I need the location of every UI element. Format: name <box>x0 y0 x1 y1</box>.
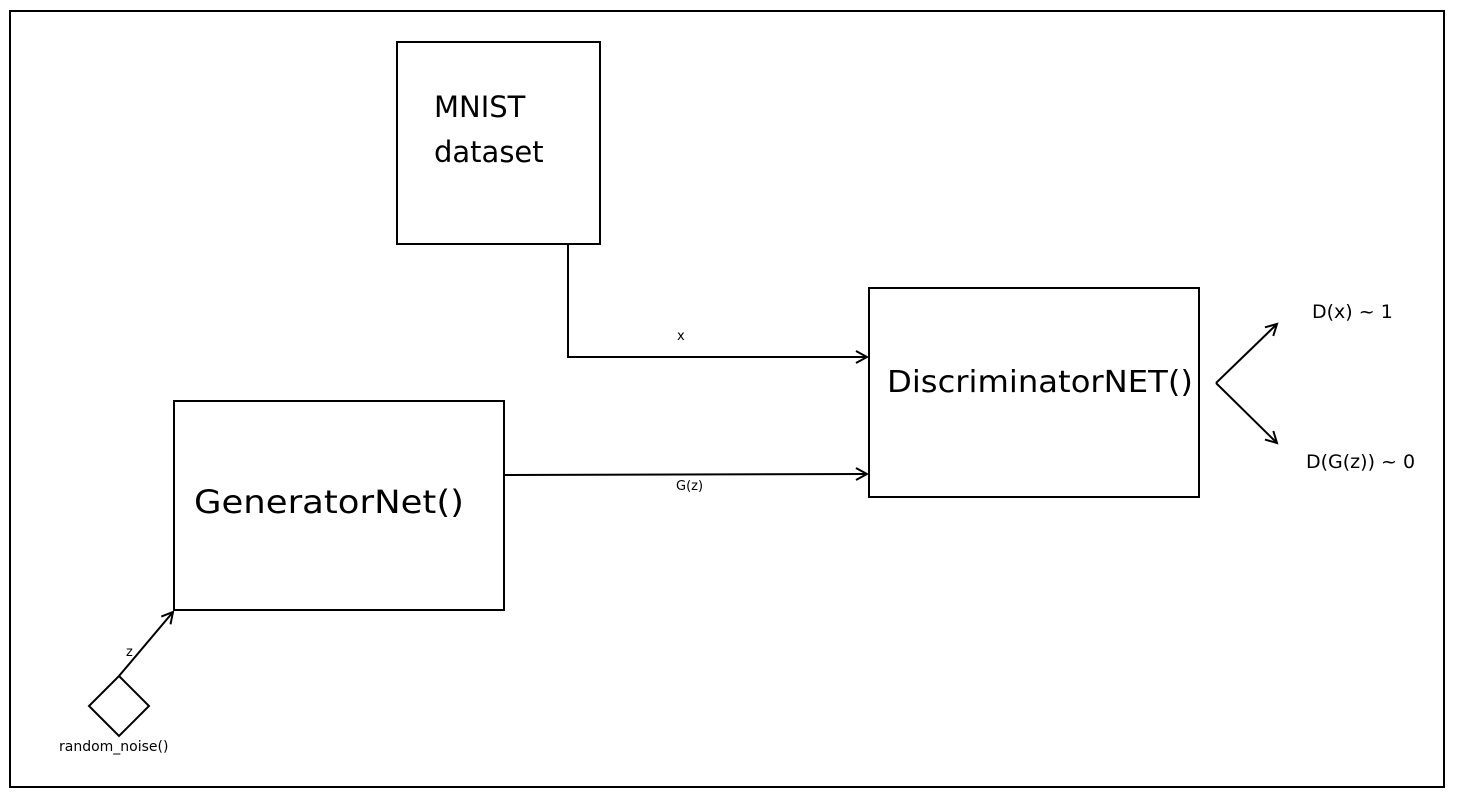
edge-gz: G(z) <box>503 474 867 494</box>
diagram-frame <box>9 10 1445 788</box>
output-fake-label: D(G(z)) ~ 0 <box>1306 451 1415 473</box>
edge-z-line <box>118 612 173 677</box>
edge-gz-label: G(z) <box>676 479 703 494</box>
mnist-label-line1: MNIST <box>434 90 526 124</box>
generator-box <box>173 400 505 611</box>
edge-x-label: x <box>677 329 685 344</box>
output-fake-arrow <box>1215 382 1277 443</box>
edge-gz-line <box>503 474 867 475</box>
random-noise-diamond <box>87 674 151 738</box>
edge-x-line <box>567 244 867 357</box>
discriminator-node: DiscriminatorNET() <box>868 287 1200 498</box>
output-real-label: D(x) ~ 1 <box>1312 301 1393 323</box>
output-real-arrow <box>1215 324 1277 384</box>
random-noise-node: random_noise() <box>59 674 168 755</box>
mnist-dataset-node: MNIST dataset <box>396 41 601 245</box>
generator-label: GeneratorNet() <box>194 483 464 521</box>
mnist-dataset-box <box>396 41 601 245</box>
discriminator-label: DiscriminatorNET() <box>887 365 1193 400</box>
edge-x: x <box>567 244 867 357</box>
discriminator-box <box>868 287 1200 498</box>
output-branches: D(x) ~ 1 D(G(z)) ~ 0 <box>1215 301 1415 473</box>
mnist-label-line2: dataset <box>434 135 544 169</box>
edge-z-label: z <box>126 645 133 660</box>
edge-z: z <box>118 612 173 677</box>
random-noise-label: random_noise() <box>59 739 168 755</box>
generator-node: GeneratorNet() <box>173 400 505 611</box>
